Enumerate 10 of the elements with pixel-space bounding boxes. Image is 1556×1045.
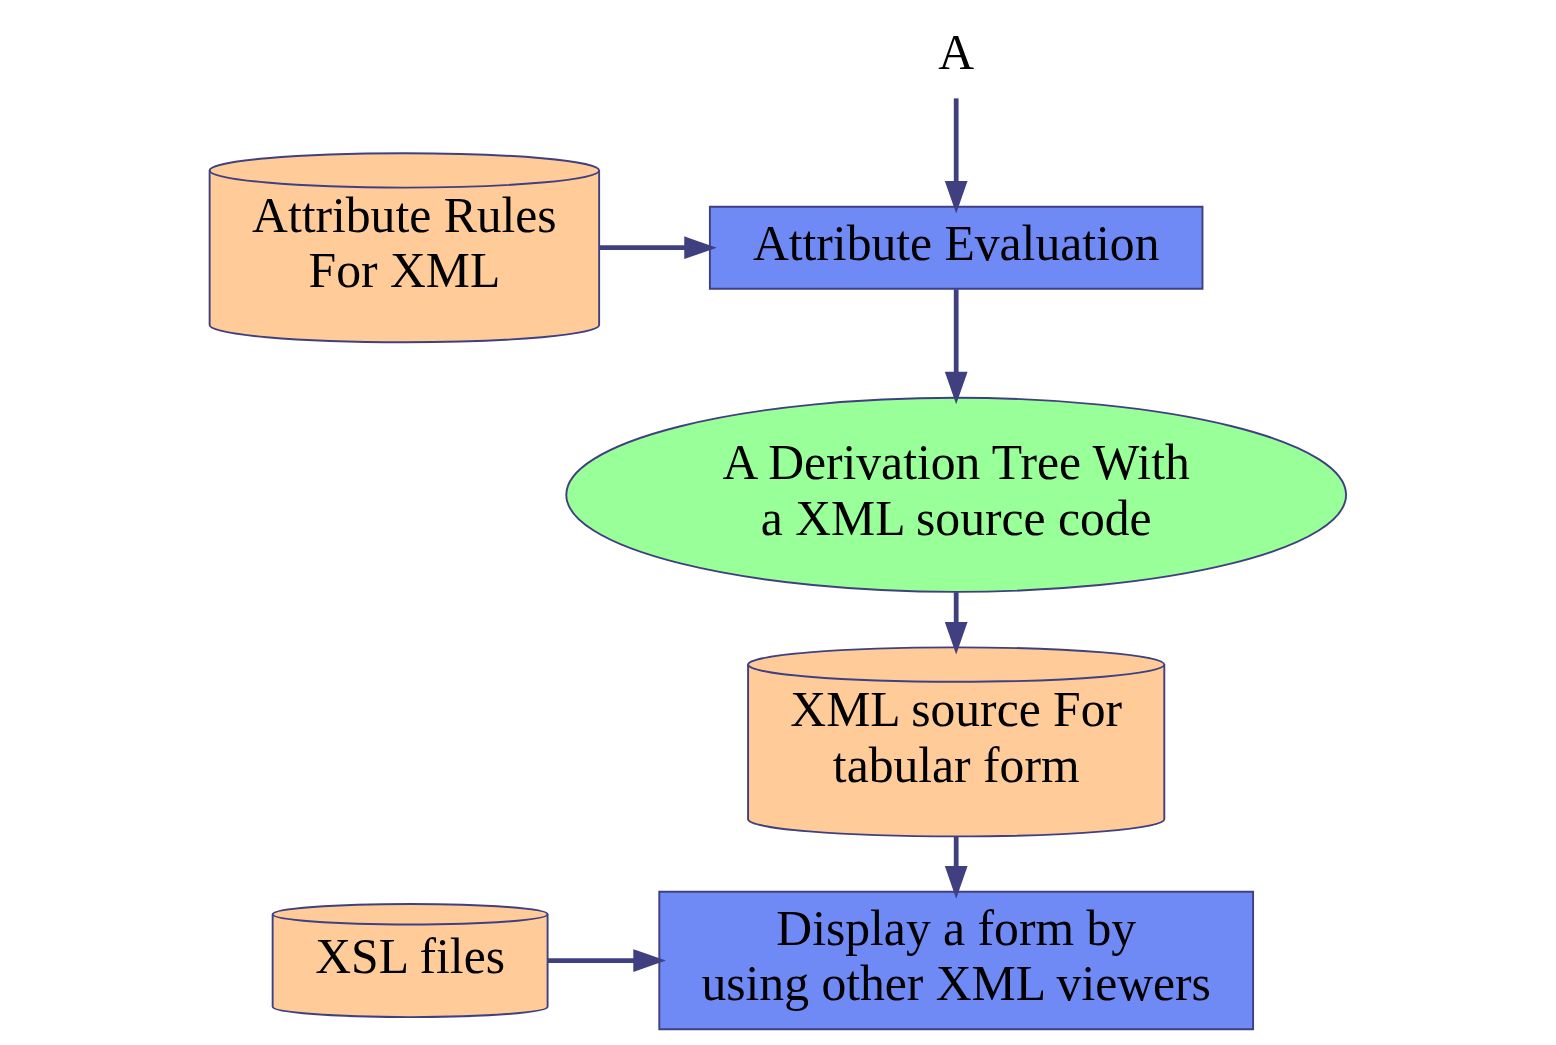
arrow	[599, 236, 717, 260]
node-box: Display a form by using other XML viewers	[658, 890, 1255, 1031]
node-ellipse: A Derivation Tree With a XML source code	[565, 396, 1348, 593]
arrow	[944, 289, 968, 405]
arrow	[944, 98, 968, 214]
arrow	[944, 592, 968, 655]
arrow	[944, 836, 968, 899]
node-box: Attribute Evaluation	[708, 205, 1204, 290]
arrow	[547, 949, 666, 972]
node-text: A	[938, 24, 975, 80]
